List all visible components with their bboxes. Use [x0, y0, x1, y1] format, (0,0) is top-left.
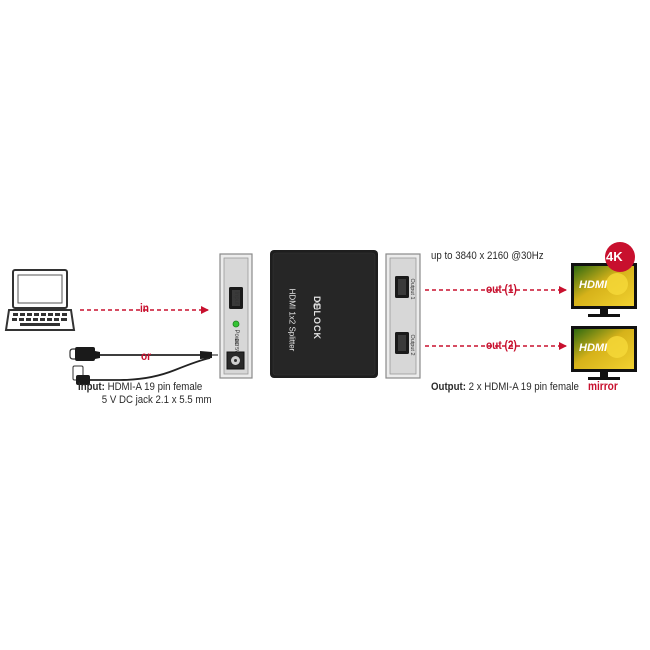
- output-1-label: Output 1: [409, 278, 415, 300]
- usb-cable-angled-icon: [72, 357, 211, 385]
- dc-label: DC 5V: [233, 338, 239, 354]
- input-spec-line1: HDMI-A 19 pin female: [107, 381, 203, 393]
- monitor-1-screen-text: HDMI: [579, 279, 608, 291]
- 4k-badge: [605, 242, 635, 272]
- input-port-label: Input: [233, 291, 239, 305]
- output-spec: Output: 2 x HDMI-A 19 pin female: [431, 381, 579, 393]
- usb-power-cable-icon: [69, 347, 218, 361]
- out-1-label: out (1): [486, 284, 517, 296]
- input-panel: [219, 253, 253, 379]
- monitor-1-icon: [571, 263, 637, 317]
- 4k-badge-label: 4K: [606, 249, 623, 264]
- resolution-label: up to 3840 x 2160 @30Hz: [431, 250, 544, 262]
- input-spec: Input: HDMI-A 19 pin female 5 V DC jack …: [78, 381, 212, 407]
- input-spec-heading: Input:: [78, 381, 105, 393]
- monitor-2-icon: [571, 326, 637, 380]
- output-2-label: Output 2: [409, 334, 415, 356]
- out-2-label: out (2): [486, 340, 517, 352]
- output-spec-line1: 2 x HDMI-A 19 pin female: [468, 381, 579, 393]
- output-spec-heading: Output:: [431, 381, 466, 393]
- splitter-brand: DELOCK: [312, 296, 322, 340]
- in-label: in: [140, 303, 150, 315]
- mirror-label: mirror: [588, 381, 618, 393]
- output-panel: [385, 253, 421, 379]
- power-led: [232, 320, 240, 328]
- splitter-model: HDMI 1x2 Splitter: [287, 288, 297, 352]
- or-label: or: [141, 351, 152, 363]
- monitor-2-screen-text: HDMI: [579, 342, 608, 354]
- input-spec-line2: 5 V DC jack 2.1 x 5.5 mm: [101, 394, 212, 406]
- splitter-device: [270, 250, 378, 378]
- laptop-icon: [4, 269, 76, 331]
